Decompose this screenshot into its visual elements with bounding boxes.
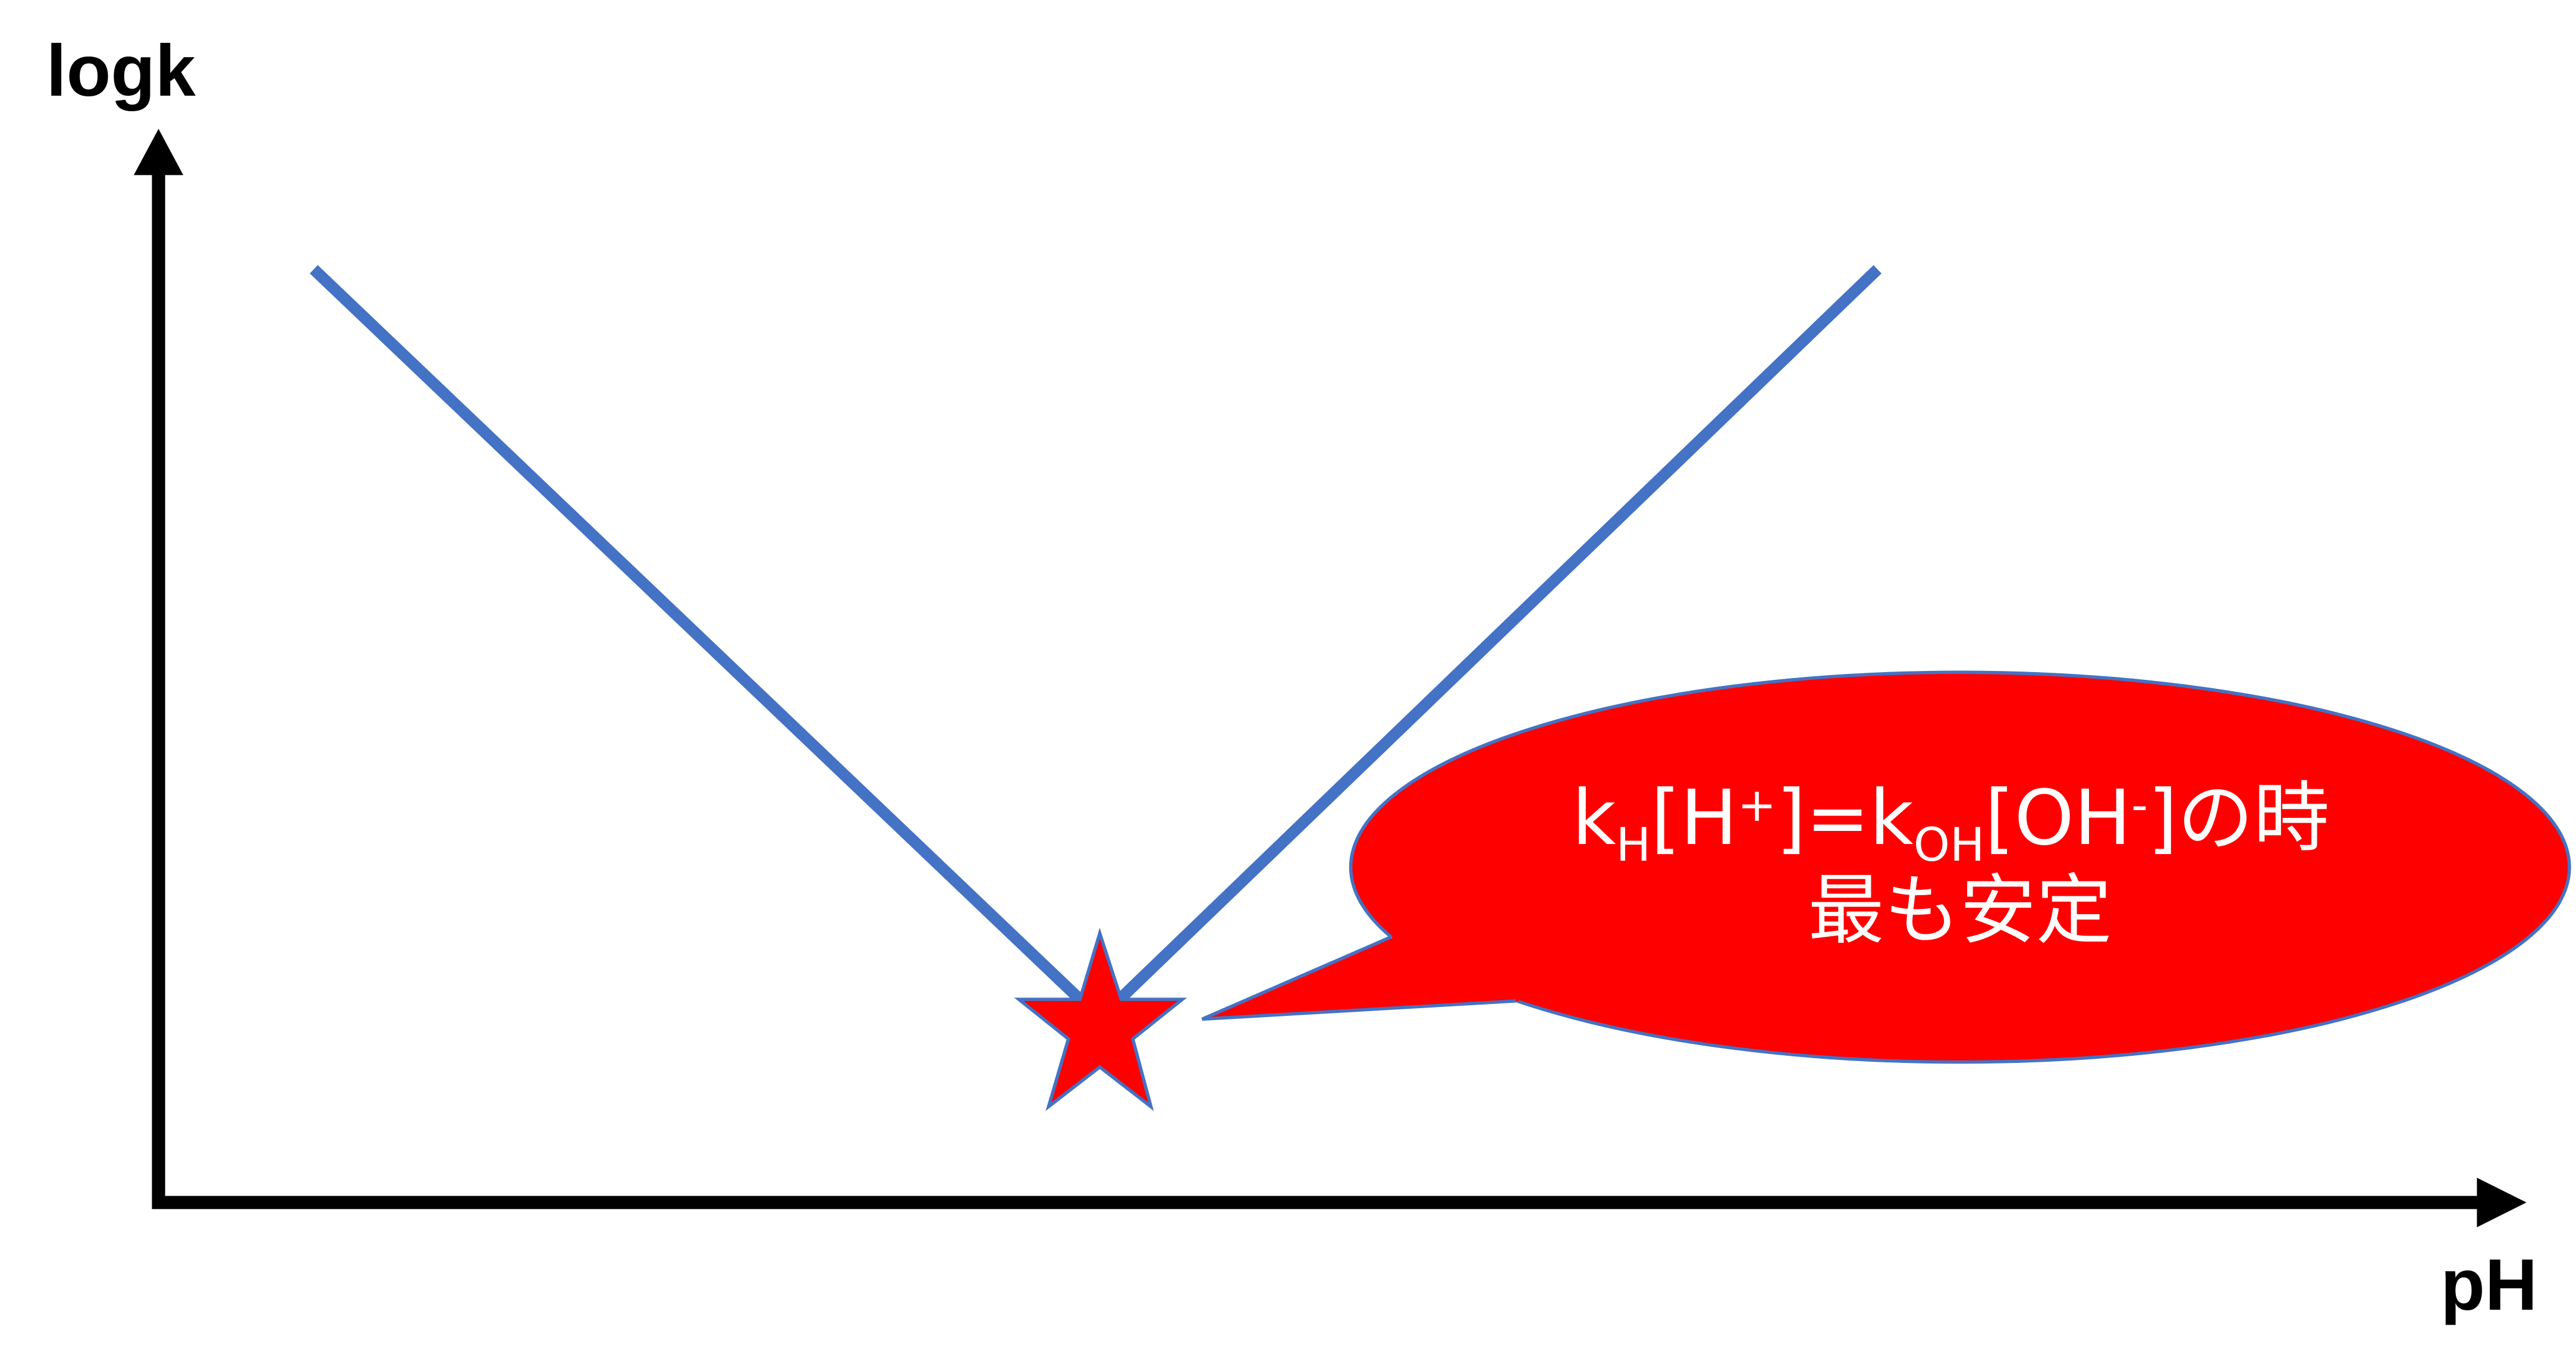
base-catalysis-line <box>1114 265 1882 1005</box>
y-axis-arrow-icon <box>133 128 184 175</box>
x-axis-label: pH <box>2440 1244 2537 1325</box>
y-axis-label: logk <box>46 30 196 111</box>
callout-bubble <box>1201 670 2571 1064</box>
x-axis-arrow-icon <box>2477 1178 2527 1228</box>
acid-catalysis-line <box>309 265 1086 1005</box>
star-icon <box>1014 927 1188 1112</box>
callout-equation: kH[H+]=kOH[OH-]の時 <box>1572 774 2330 872</box>
callout-stable-text: 最も安定 <box>1808 867 2112 955</box>
